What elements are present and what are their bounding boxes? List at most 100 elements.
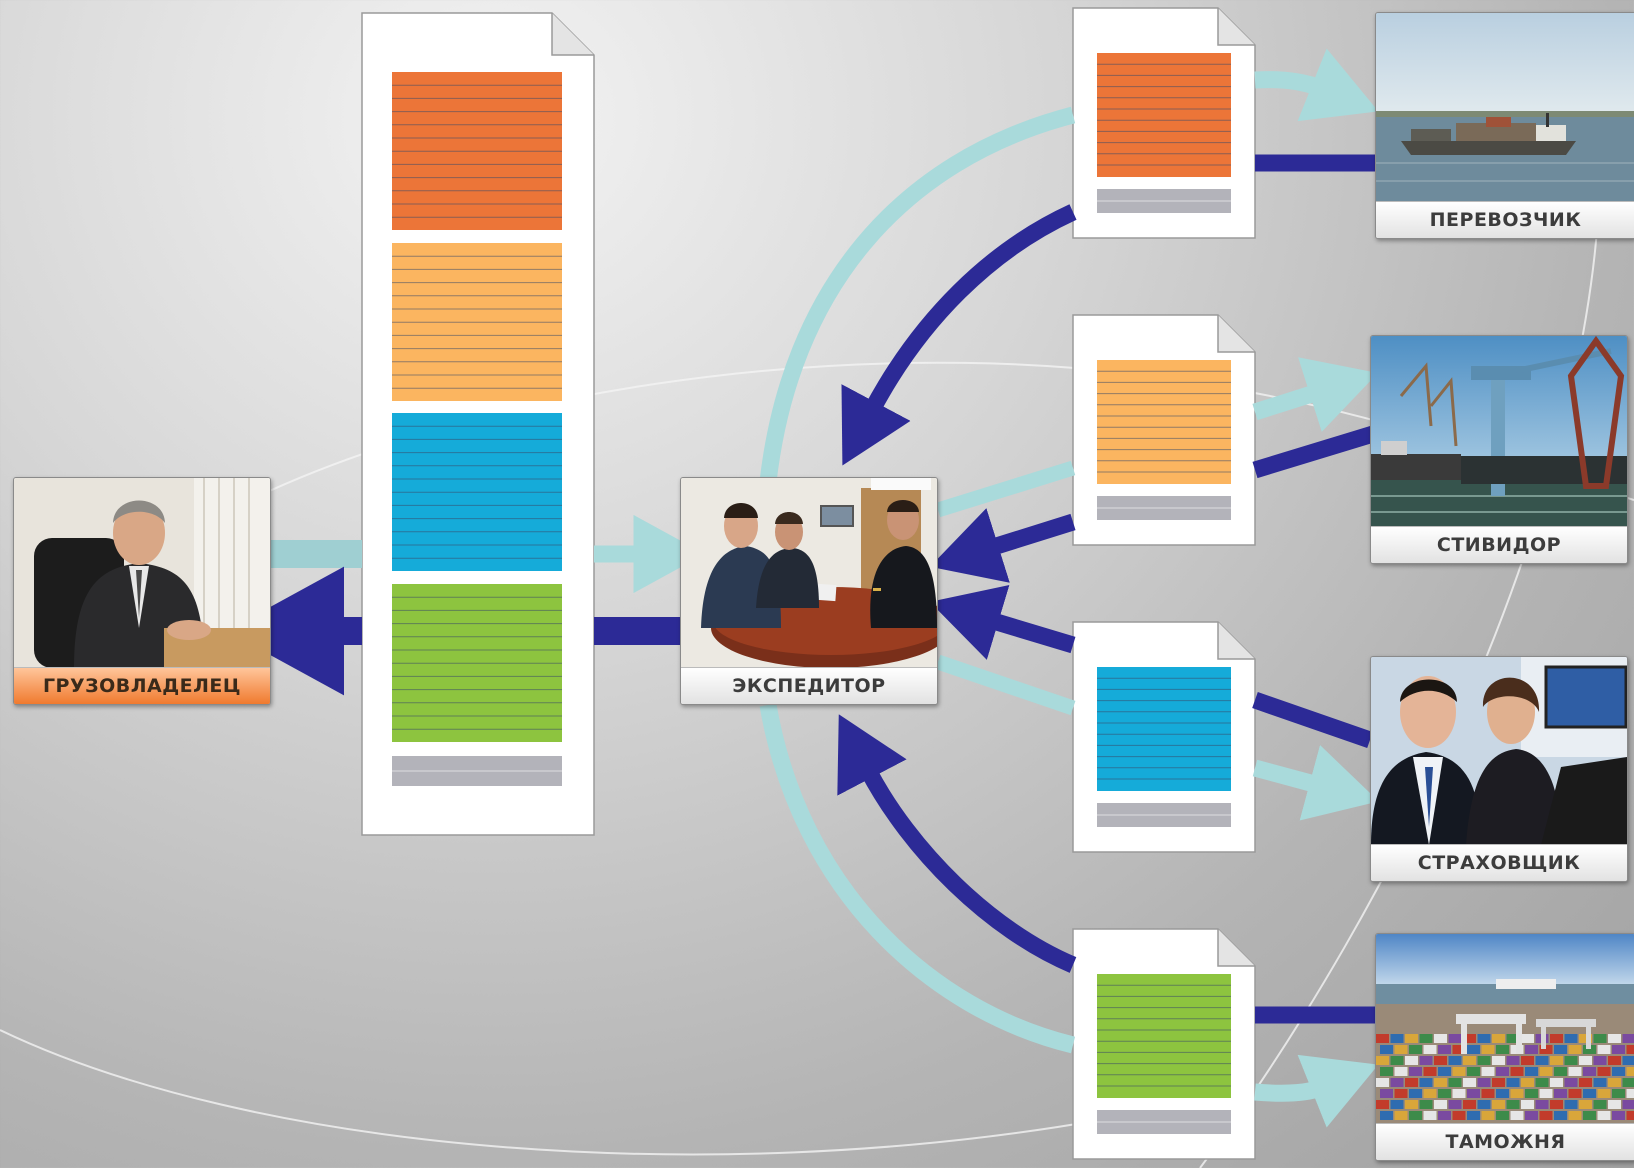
arrow-to-insurer [1252, 745, 1379, 821]
container-block [1583, 1089, 1596, 1098]
container-block [1380, 1089, 1393, 1098]
doc-section [1097, 53, 1231, 177]
container-block [1452, 1089, 1466, 1098]
container-block [1525, 1067, 1538, 1076]
arrow-from-insurer [1252, 691, 1373, 749]
cargo-owner-label: ГРУЗОВЛАДЕЛЕЦ [14, 667, 270, 704]
stevedore-card[interactable]: СТИВИДОР [1370, 335, 1628, 564]
container-block [1626, 1045, 1634, 1054]
arrow-to-customs [1254, 1054, 1379, 1128]
container-block [1510, 1089, 1524, 1098]
container-block [1394, 1089, 1408, 1098]
container-block [1423, 1111, 1437, 1120]
container-block [1612, 1111, 1625, 1120]
container-block [1380, 1111, 1393, 1120]
container-block [1496, 1067, 1509, 1076]
doc-section [1097, 974, 1231, 1098]
container-block [1390, 1100, 1404, 1109]
container-block [1419, 1056, 1433, 1065]
container-block [1448, 1078, 1462, 1087]
band-owner-to-doc [270, 540, 362, 568]
container-block [1579, 1100, 1592, 1109]
container-block [1510, 1111, 1524, 1120]
container-block [1583, 1111, 1596, 1120]
container-block [1608, 1100, 1621, 1109]
container-block [1492, 1078, 1505, 1087]
container-block [1390, 1056, 1404, 1065]
container-block [1467, 1111, 1480, 1120]
container-block [1608, 1056, 1621, 1065]
container-block [1496, 1111, 1509, 1120]
container-block [1612, 1067, 1625, 1076]
container-block [1554, 1045, 1567, 1054]
container-block [1597, 1045, 1611, 1054]
container-block [1390, 1078, 1404, 1087]
carrier-label: ПЕРЕВОЗЧИК [1376, 201, 1634, 238]
container-block [1477, 1056, 1491, 1065]
container-block [1405, 1100, 1418, 1109]
cargo-owner-card[interactable]: ГРУЗОВЛАДЕЛЕЦ [13, 477, 271, 705]
container-block [1394, 1045, 1408, 1054]
container-block [1535, 1078, 1549, 1087]
container-block [1448, 1056, 1462, 1065]
container-block [1434, 1056, 1447, 1065]
customs-label: ТАМОЖНЯ [1376, 1123, 1634, 1160]
container-block [1521, 1078, 1534, 1087]
container-block [1622, 1100, 1634, 1109]
container-block [1477, 1100, 1491, 1109]
customs-card[interactable]: ТАМОЖНЯ [1375, 933, 1634, 1161]
container-block [1550, 1100, 1563, 1109]
container-block [1593, 1100, 1607, 1109]
container-block [1626, 1067, 1634, 1076]
forwarder-photo [681, 478, 937, 668]
container-block [1409, 1045, 1422, 1054]
container-block [1448, 1100, 1462, 1109]
container-block [1492, 1100, 1505, 1109]
container-block [1506, 1034, 1520, 1043]
container-block [1564, 1100, 1578, 1109]
container-block [1583, 1067, 1596, 1076]
container-block [1506, 1100, 1520, 1109]
container-block [1481, 1089, 1495, 1098]
arc-light-top [759, 106, 1076, 483]
container-block [1477, 1078, 1491, 1087]
arc-light-bottom [759, 703, 1076, 1054]
container-block [1463, 1078, 1476, 1087]
container-block [1525, 1089, 1538, 1098]
container-block [1568, 1089, 1582, 1098]
container-block [1568, 1067, 1582, 1076]
container-block [1612, 1089, 1625, 1098]
container-block [1452, 1045, 1466, 1054]
forwarder-card[interactable]: ЭКСПЕДИТОР [680, 477, 938, 705]
container-block [1463, 1034, 1476, 1043]
container-block [1539, 1067, 1553, 1076]
arrow-to-stevedore [1252, 357, 1378, 432]
doc-section [1097, 667, 1231, 791]
container-block [1481, 1111, 1495, 1120]
insurer-card[interactable]: СТРАХОВЩИК [1370, 656, 1628, 882]
container-block [1434, 1034, 1447, 1043]
container-block [1506, 1056, 1520, 1065]
container-block [1496, 1089, 1509, 1098]
container-block [1376, 1056, 1389, 1065]
container-block [1434, 1100, 1447, 1109]
container-block [1405, 1078, 1418, 1087]
container-block [1510, 1067, 1524, 1076]
container-block [1539, 1111, 1553, 1120]
container-block [1423, 1089, 1437, 1098]
container-block [1550, 1078, 1563, 1087]
container-block [1419, 1078, 1433, 1087]
document-stevedore [1072, 314, 1256, 546]
container-block [1380, 1067, 1393, 1076]
container-block [1564, 1056, 1578, 1065]
container-block [1467, 1089, 1480, 1098]
container-block [1539, 1045, 1553, 1054]
container-block [1423, 1045, 1437, 1054]
container-block [1525, 1045, 1538, 1054]
carrier-card[interactable]: ПЕРЕВОЗЧИК [1375, 12, 1634, 239]
container-block [1380, 1045, 1393, 1054]
doc-section [1097, 360, 1231, 484]
container-block [1434, 1078, 1447, 1087]
container-block [1622, 1056, 1634, 1065]
